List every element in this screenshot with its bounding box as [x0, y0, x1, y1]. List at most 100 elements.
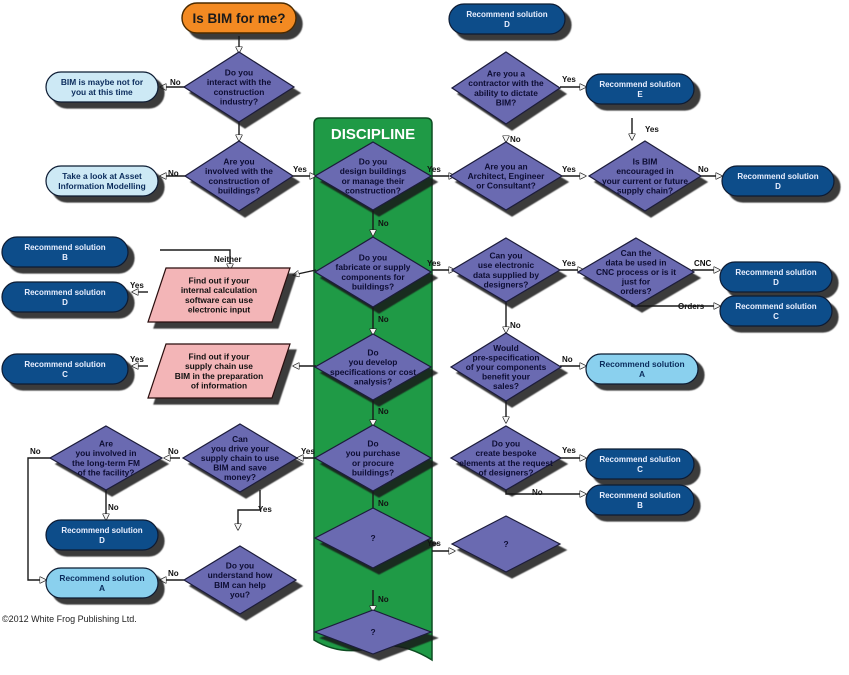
node-text-line: Take a look at Asset	[62, 171, 142, 181]
node-text-line: involved with the	[205, 166, 273, 176]
node-text-line: Do	[367, 439, 378, 449]
node-text-line: buildings?	[218, 185, 260, 195]
node-text-line: create bespoke	[476, 448, 537, 458]
node-text-line: the long-term FM	[72, 458, 140, 468]
node-text-line: design buildings	[340, 166, 407, 176]
node-text-line: contractor with the	[468, 78, 544, 88]
node-text-line: Recommend solution	[24, 360, 105, 369]
edge-label-no: No	[562, 355, 573, 364]
node-text-line: Do you	[225, 68, 253, 78]
node-text-line: Find out if your	[189, 352, 251, 362]
edge-label-yes: Yes	[258, 505, 272, 514]
node-text-line: you drive your	[211, 443, 269, 453]
node-text-line: construction of	[209, 176, 270, 186]
edge-label-orders: Orders	[678, 302, 705, 311]
node-text-line: or Consultant?	[476, 181, 536, 191]
node-text-line: you involved in	[76, 448, 137, 458]
node-text-line: Do you	[226, 561, 254, 571]
node-text-line: you develop	[349, 357, 398, 367]
edge-label-no: No	[510, 135, 521, 144]
connector	[160, 249, 230, 270]
node-text-line: Find out if your	[189, 276, 251, 286]
node-text-line: Are you a	[487, 69, 526, 79]
node-text-line: BIM can help	[214, 580, 266, 590]
node-text-line: benefit your	[482, 372, 531, 382]
decision-q-blank3: ?	[313, 609, 433, 655]
node-text-line: B	[62, 253, 68, 262]
node-text-line: specifications or cost	[330, 367, 416, 377]
node-text-line: ?	[370, 627, 375, 637]
node-text-line: of your components	[466, 362, 547, 372]
node-text-line: data supplied by	[473, 270, 539, 280]
node-text-line: use electronic	[478, 260, 535, 270]
node-text-line: Recommend solution	[599, 455, 680, 464]
node-text-line: C	[773, 312, 779, 321]
node-text-line: CNC process or is it	[596, 267, 676, 277]
connector-lines	[27, 36, 722, 612]
node-text-line: supply chain use	[185, 361, 253, 371]
edge-label-yes: Yes	[301, 447, 315, 456]
node-text-line: pre-specification	[472, 352, 539, 362]
node-text-line: Recommend solution	[599, 491, 680, 500]
edge-label-yes: Yes	[130, 355, 144, 364]
node-text-line: D	[504, 20, 510, 29]
node-text-line: A	[99, 583, 105, 593]
node-text-line: you at this time	[71, 87, 133, 97]
title-text: Is BIM for me?	[192, 11, 285, 26]
node-text-line: orders?	[620, 286, 651, 296]
node-text-line: Recommend solution	[61, 526, 142, 535]
node-text-line: internal calculation	[181, 285, 257, 295]
edge-label-yes: Yes	[427, 539, 441, 548]
node-text-line: D	[62, 298, 68, 307]
decision-q-blank2: ?	[450, 515, 562, 573]
edge-label-no: No	[30, 447, 41, 456]
node-text-line: data be used in	[606, 257, 667, 267]
connector	[238, 490, 261, 530]
node-text-line: interact with the	[207, 77, 272, 87]
node-text-line: Do you	[359, 157, 387, 167]
node-text-line: elements at the request	[459, 458, 553, 468]
node-text-line: or manage their	[342, 176, 406, 186]
node-text-line: A	[639, 369, 645, 379]
node-text-line: or procure	[352, 458, 394, 468]
node-text-line: ?	[370, 533, 375, 543]
node-text-line: construction?	[345, 185, 401, 195]
edge-label-no: No	[378, 595, 389, 604]
node-text-line: Recommend solution	[737, 172, 818, 181]
node-text-line: buildings?	[352, 467, 394, 477]
edge-label-no: No	[378, 407, 389, 416]
edge-label-no: No	[168, 447, 179, 456]
node-text-line: designers?	[484, 279, 529, 289]
node-text-line: supply chain?	[617, 185, 673, 195]
node-text-line: D	[99, 536, 105, 545]
edge-label-yes: Yes	[645, 125, 659, 134]
node-text-line: Architect, Engineer	[468, 171, 546, 181]
node-text-line: software can use	[185, 295, 253, 305]
node-text-line: Recommend solution	[599, 80, 680, 89]
node-text-line: Recommend solution	[59, 573, 144, 583]
